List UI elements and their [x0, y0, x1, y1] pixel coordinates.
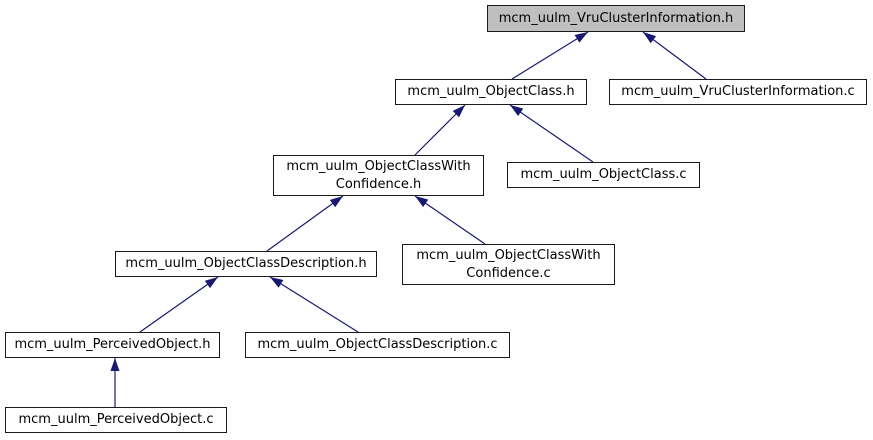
- edge-group: [110, 31, 707, 407]
- graph-node-perceived-object-c[interactable]: mcm_uulm_PerceivedObject.c: [5, 407, 227, 433]
- graph-node-object-class-description-h[interactable]: mcm_uulm_ObjectClassDescription.h: [115, 251, 377, 277]
- include-edge-object-class-c-to-object-class-h: [509, 104, 594, 163]
- include-edge-object-class-h-to-vru-cluster-information-h: [511, 31, 589, 80]
- include-edge-vru-cluster-information-c-to-vru-cluster-information-h: [642, 31, 707, 80]
- include-edge-perceived-object-h-to-object-class-description-h: [139, 276, 219, 333]
- graph-node-vru-cluster-information-h: mcm_uulm_VruClusterInformation.h: [487, 5, 745, 32]
- graph-node-object-class-with-confidence-c[interactable]: mcm_uulm_ObjectClassWith Confidence.c: [402, 244, 615, 285]
- graph-node-object-class-with-confidence-h[interactable]: mcm_uulm_ObjectClassWith Confidence.h: [273, 155, 484, 196]
- include-edge-object-class-with-confidence-c-to-object-class-with-confidence-h: [414, 195, 486, 245]
- graph-node-object-class-description-c[interactable]: mcm_uulm_ObjectClassDescription.c: [245, 332, 510, 358]
- include-edge-object-class-description-c-to-object-class-description-h: [269, 276, 359, 333]
- include-edge-object-class-description-h-to-object-class-with-confidence-h: [266, 195, 344, 252]
- include-edge-object-class-with-confidence-h-to-object-class-h: [414, 104, 466, 156]
- graph-node-vru-cluster-information-c[interactable]: mcm_uulm_VruClusterInformation.c: [609, 79, 867, 105]
- graph-node-object-class-c[interactable]: mcm_uulm_ObjectClass.c: [507, 162, 700, 188]
- graph-node-perceived-object-h[interactable]: mcm_uulm_PerceivedObject.h: [5, 332, 220, 358]
- graph-node-object-class-h[interactable]: mcm_uulm_ObjectClass.h: [395, 79, 587, 105]
